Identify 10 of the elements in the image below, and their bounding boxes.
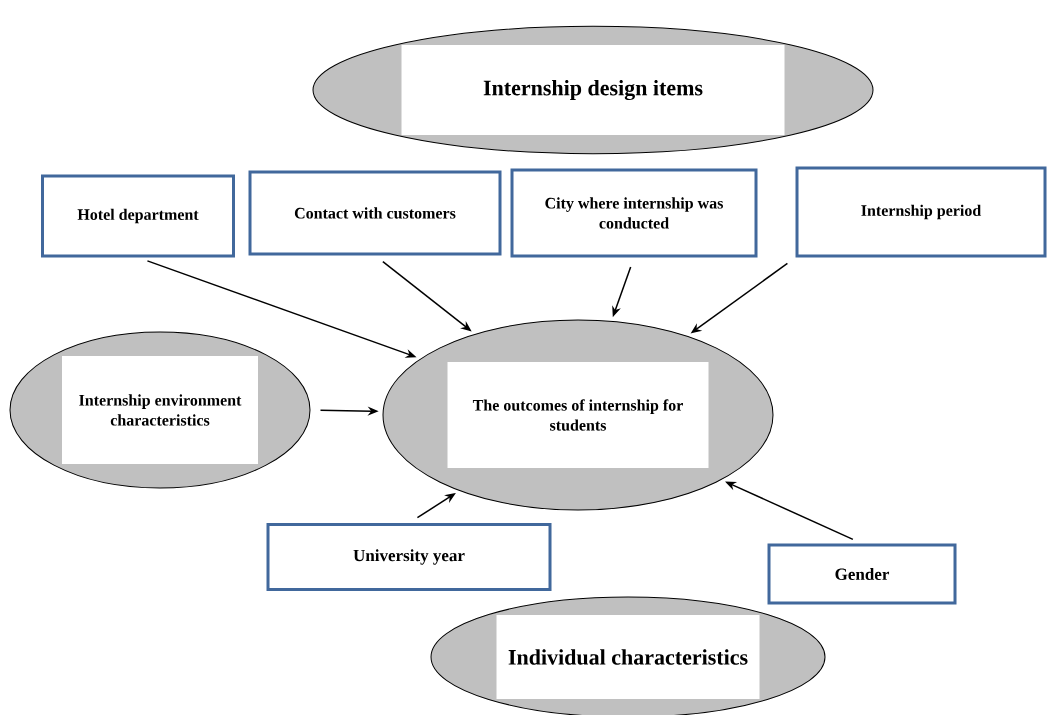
- process-box: Contact with customers: [248, 170, 502, 256]
- process-box: Hotel department: [41, 174, 235, 258]
- process-box: Internship period: [795, 166, 1047, 258]
- process-box: City where internship was conducted: [510, 168, 758, 258]
- ellipse-node: The outcomes of internship for students: [382, 319, 774, 511]
- process-box: University year: [266, 523, 552, 591]
- ellipse-node: Internship design items: [312, 25, 874, 155]
- process-box: Gender: [767, 543, 957, 605]
- ellipse-node: Individual characteristics: [430, 596, 826, 715]
- ellipse-node: Internship environment characteristics: [9, 331, 311, 489]
